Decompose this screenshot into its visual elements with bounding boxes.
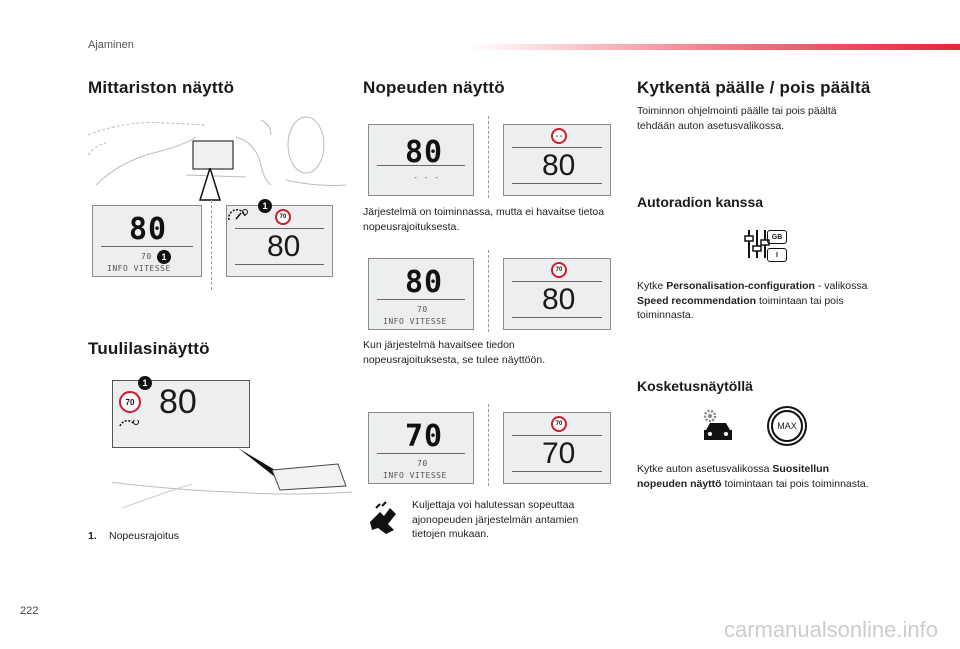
row1-left-lcd: 80 - - - bbox=[368, 124, 474, 196]
touch-text-2: toimintaan tai pois toiminnasta. bbox=[721, 477, 869, 490]
callout-1: 1 bbox=[157, 250, 171, 264]
car-radio-instructions: Kytke Personalisation-configuration - va… bbox=[637, 279, 882, 323]
dashboard-illustration bbox=[87, 116, 346, 186]
row2-info: INFO VITESSE bbox=[383, 317, 447, 326]
pointer-arrow bbox=[198, 168, 222, 201]
language-gb-badge: GB bbox=[767, 230, 787, 244]
car-settings-icon bbox=[703, 409, 732, 440]
row1-right-lcd: - - 80 bbox=[503, 124, 611, 196]
lcd-speed-right: 80 bbox=[267, 230, 301, 263]
row2-separator bbox=[488, 250, 489, 332]
paragraph-driver-adapt: Kuljettaja voi halutessan sopeuttaa ajon… bbox=[412, 499, 579, 540]
info-i-badge: I bbox=[767, 248, 787, 262]
row3-right-lcd: 70 70 bbox=[503, 412, 611, 484]
header-accent-bar bbox=[470, 44, 960, 50]
row1-dashes: - - - bbox=[413, 173, 440, 182]
radio-text-2: - valikossa bbox=[814, 280, 868, 292]
radio-text-1: Kytke bbox=[637, 280, 667, 292]
paragraph-no-info: Järjestelmä on toiminnassa, mutta ei hav… bbox=[363, 206, 605, 233]
legend-number: 1. bbox=[88, 530, 97, 542]
hud-sign: 70 bbox=[119, 391, 141, 413]
page-number: 222 bbox=[20, 605, 39, 617]
settings-sliders-icon bbox=[744, 230, 770, 258]
row3-left-lcd: 70 70 INFO VITESSE bbox=[368, 412, 474, 484]
paragraph-info-detected: Kun järjestelmä havaitsee tiedon nopeusr… bbox=[363, 339, 546, 366]
driver-hand-icon bbox=[370, 501, 396, 534]
row1-separator bbox=[488, 116, 489, 198]
radio-text-3: toimintaan tai pois toiminnasta. bbox=[637, 294, 844, 322]
toggle-intro: Toiminnon ohjelmointi päälle tai pois pä… bbox=[637, 105, 837, 132]
row2-left-speed: 80 bbox=[405, 265, 444, 300]
legend-text: Nopeusrajoitus bbox=[109, 530, 180, 542]
windscreen-display-title: Tuulilasinäyttö bbox=[88, 339, 210, 358]
car-radio-title: Autoradion kanssa bbox=[637, 194, 764, 210]
cluster-lcd-info: 80 70 INFO VITESSE 1 bbox=[92, 205, 202, 277]
toggle-title: Kytkentä päälle / pois päältä bbox=[637, 78, 871, 97]
touch-text-1: Kytke auton asetusvalikossa bbox=[637, 463, 773, 475]
speed-recommendation-icon bbox=[228, 209, 248, 221]
hud-speed: 80 bbox=[159, 383, 197, 421]
dashed-separator bbox=[211, 200, 212, 290]
row2-right-lcd: 70 80 bbox=[503, 258, 611, 330]
hud-illustration bbox=[112, 420, 352, 509]
row2-limit: 70 bbox=[417, 305, 428, 314]
touchscreen-instructions: Kytke auton asetusvalikossa Suositellun … bbox=[637, 462, 882, 491]
watermark-url: carmanualsonline.info bbox=[723, 617, 938, 642]
row1-sign: - - bbox=[551, 128, 567, 144]
radio-option-name: Speed recommendation bbox=[637, 294, 757, 307]
hud-display: 70 80 bbox=[112, 380, 250, 448]
row1-right-speed: 80 bbox=[542, 149, 576, 182]
row3-info: INFO VITESSE bbox=[383, 471, 447, 480]
touchscreen-title: Kosketusnäytöllä bbox=[637, 378, 753, 394]
radio-menu-name: Personalisation-configuration bbox=[666, 280, 815, 292]
lcd-limit: 70 bbox=[141, 252, 152, 261]
row1-left-speed: 80 bbox=[405, 135, 444, 170]
cluster-lcd-sign: 70 80 bbox=[226, 205, 333, 277]
touch-option-name: Suositellun nopeuden näyttö bbox=[637, 463, 830, 490]
cluster-display-title: Mittariston näyttö bbox=[88, 78, 235, 97]
row2-left-lcd: 80 70 INFO VITESSE bbox=[368, 258, 474, 330]
speed-display-title: Nopeuden näyttö bbox=[363, 78, 505, 97]
row3-limit: 70 bbox=[417, 459, 428, 468]
max-speed-icon: MAX bbox=[771, 410, 803, 442]
lcd-speed: 80 bbox=[129, 212, 168, 247]
row3-separator bbox=[488, 404, 489, 486]
row3-left-speed: 70 bbox=[405, 419, 444, 454]
callout-1-right: 1 bbox=[258, 199, 272, 213]
speed-limit-sign: 70 bbox=[275, 209, 291, 225]
row2-right-speed: 80 bbox=[542, 283, 576, 316]
row2-sign: 70 bbox=[551, 262, 567, 278]
row3-sign: 70 bbox=[551, 416, 567, 432]
lcd-info-text: INFO VITESSE bbox=[107, 264, 171, 273]
row3-right-speed: 70 bbox=[542, 437, 576, 470]
section-label: Ajaminen bbox=[88, 39, 134, 51]
hud-callout-1: 1 bbox=[138, 376, 152, 390]
